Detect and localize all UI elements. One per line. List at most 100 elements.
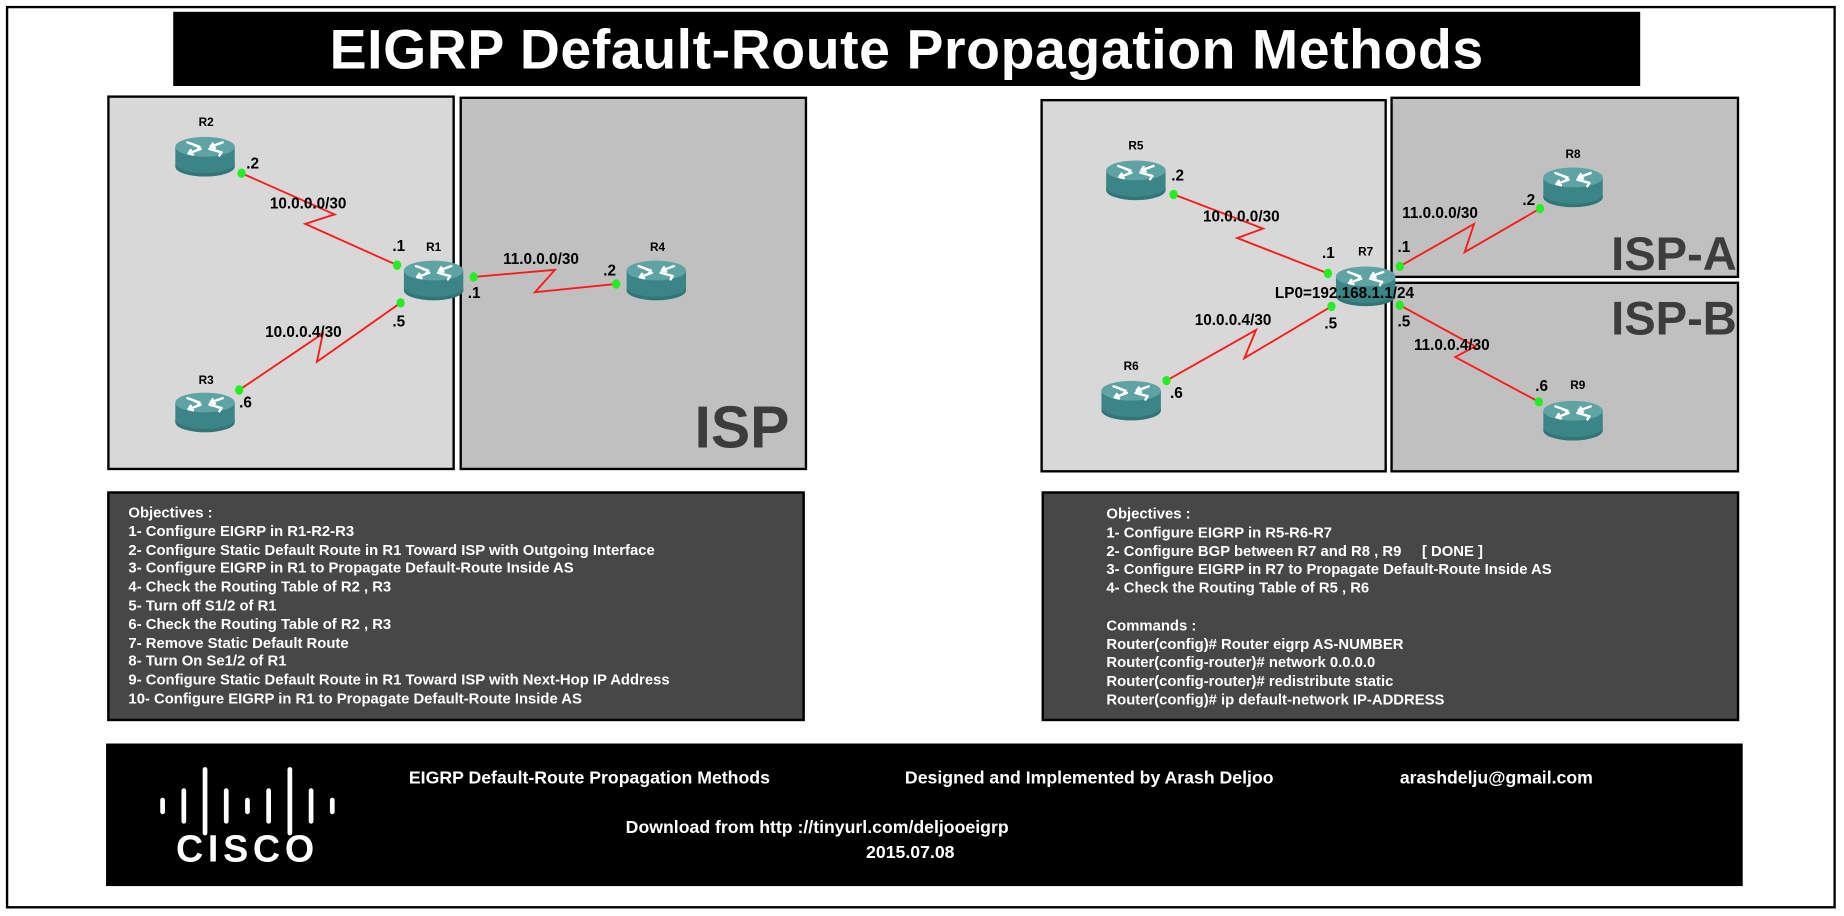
subnet-label: 10.0.0.0/30 (1203, 209, 1280, 226)
command-item: Router(config)# ip default-network IP-AD… (1106, 691, 1445, 709)
port-dot (1162, 375, 1171, 386)
port-dot (1395, 300, 1404, 310)
footer-author: Designed and Implemented by Arash Deljoo (904, 768, 1274, 789)
subnet-label: 11.0.0.0/30 (503, 251, 579, 268)
ip-label: .6 (1535, 378, 1548, 395)
port-dot (396, 298, 405, 308)
port-dot (235, 385, 244, 395)
cisco-logo: CISCO (160, 767, 335, 865)
objective-item: 8- Turn On Se1/2 of R1 (128, 653, 287, 670)
router-r9-icon[interactable] (1542, 399, 1605, 442)
router-r5-icon[interactable] (1104, 159, 1167, 202)
command-item: Router(config-router)# network 0.0.0.0 (1106, 654, 1376, 671)
ip-label: .6 (1170, 385, 1183, 402)
port-dot (392, 260, 402, 270)
objective-item: 4- Check the Routing Table of R5 , R6 (1106, 579, 1370, 597)
ip-label: .1 (392, 238, 405, 255)
ip-label: .5 (1324, 316, 1337, 333)
link-r5-r7 (1173, 193, 1329, 275)
objectives-heading: Objectives : (1106, 505, 1191, 522)
as-zone-right (1040, 98, 1387, 473)
objective-item: 2- Configure Static Default Route in R1 … (128, 541, 655, 559)
footer-download-link[interactable]: Download from http ://tinyurl.com/deljoo… (625, 817, 1009, 838)
router-r1-icon[interactable] (402, 259, 465, 302)
objective-item: 10- Configure EIGRP in R1 to Propagate D… (128, 690, 582, 707)
router-r2-icon[interactable] (174, 135, 237, 178)
as-zone-left (107, 95, 455, 471)
router-r5-label: R5 (1128, 140, 1143, 153)
objectives-heading: Objectives : (128, 504, 213, 521)
command-item: Router(config)# Router eigrp AS-NUMBER (1106, 635, 1404, 653)
link-r6-r7 (1166, 305, 1332, 382)
command-item: Router(config-router)# redistribute stat… (1106, 673, 1394, 690)
router-r7-label: R7 (1358, 246, 1373, 259)
objective-item: 9- Configure Static Default Route in R1 … (128, 671, 670, 689)
port-dot (1395, 261, 1404, 272)
ip-label: .2 (246, 155, 259, 172)
router-r4-label: R4 (650, 241, 665, 254)
objective-item: 1- Configure EIGRP in R5-R6-R7 (1106, 524, 1333, 541)
link-r7-r8 (1399, 207, 1541, 268)
router-r1-label: R1 (426, 241, 441, 254)
subnet-label: 10.0.0.0/30 (270, 196, 347, 213)
router-r6-label: R6 (1124, 360, 1139, 373)
isp-zone-label: ISP (695, 396, 790, 461)
router-r6-icon[interactable] (1100, 379, 1163, 422)
objective-item: 1- Configure EIGRP in R1-R2-R3 (128, 522, 355, 540)
cisco-logo-text: CISCO (176, 827, 319, 865)
ip-label: .1 (1322, 245, 1335, 262)
loopback-label: LP0=192.168.1.1/24 (1275, 285, 1415, 302)
objective-item: 5- Turn off S1/2 of R1 (128, 597, 277, 614)
router-r8-icon[interactable] (1542, 166, 1605, 209)
port-dot (1535, 203, 1545, 214)
port-dot (1534, 397, 1543, 407)
objective-item: 4- Check the Routing Table of R2 , R3 (128, 578, 392, 596)
subnet-label: 10.0.0.4/30 (265, 324, 342, 341)
ip-label: .5 (1397, 313, 1410, 330)
port-dot (237, 168, 246, 178)
page-frame (5, 5, 1836, 909)
isp-a-label: ISP-A (1611, 227, 1737, 280)
right-objectives-panel: Objectives : 1- Configure EIGRP in R5-R6… (1041, 491, 1740, 722)
objective-item: 3- Configure EIGRP in R1 to Propagate De… (128, 560, 574, 577)
objective-item: 2- Configure BGP between R7 and R8 , R9 … (1106, 542, 1483, 560)
port-dot (1169, 189, 1178, 200)
footer-date: 2015.07.08 (866, 842, 955, 863)
router-r9-label: R9 (1570, 379, 1585, 392)
router-r3-label: R3 (199, 374, 214, 387)
page-title: EIGRP Default-Route Propagation Methods (173, 11, 1641, 87)
spacer (1106, 599, 1736, 618)
subnet-label: 10.0.0.4/30 (1195, 312, 1272, 329)
router-r4-icon[interactable] (625, 259, 688, 302)
port-dot (1323, 268, 1333, 279)
objective-item: 3- Configure EIGRP in R7 to Propagate De… (1106, 561, 1552, 578)
port-dot (612, 279, 621, 289)
link-r7-r9 (1399, 304, 1540, 403)
objective-item: 7- Remove Static Default Route (128, 634, 349, 652)
ip-label: .5 (392, 313, 405, 330)
router-r2-label: R2 (199, 116, 214, 129)
subnet-label: 11.0.0.0/30 (1402, 205, 1478, 222)
router-r3-icon[interactable] (174, 391, 237, 434)
ip-label: .1 (1397, 239, 1410, 256)
ip-label: .6 (239, 395, 252, 412)
objective-item: 6- Check the Routing Table of R2 , R3 (128, 615, 392, 633)
port-dot (469, 272, 478, 282)
link-r2-r1 (241, 172, 398, 266)
ip-label: .2 (1522, 192, 1535, 209)
ip-label: .1 (468, 285, 481, 302)
footer-lab-title: EIGRP Default-Route Propagation Methods (408, 768, 770, 789)
link-r1-r4 (473, 268, 617, 294)
router-r8-label: R8 (1566, 148, 1581, 161)
left-objectives-panel: Objectives : 1- Configure EIGRP in R1-R2… (107, 491, 805, 722)
ip-label: .2 (1171, 167, 1184, 184)
subnet-label: 11.0.0.4/30 (1414, 337, 1490, 354)
ip-label: .2 (603, 263, 616, 280)
footer-email[interactable]: arashdelju@gmail.com (1399, 768, 1593, 789)
port-dot (1327, 301, 1336, 312)
footer-banner: CISCO EIGRP Default-Route Propagation Me… (106, 743, 1743, 887)
isp-b-label: ISP-B (1611, 292, 1737, 345)
commands-heading: Commands : (1106, 617, 1197, 634)
